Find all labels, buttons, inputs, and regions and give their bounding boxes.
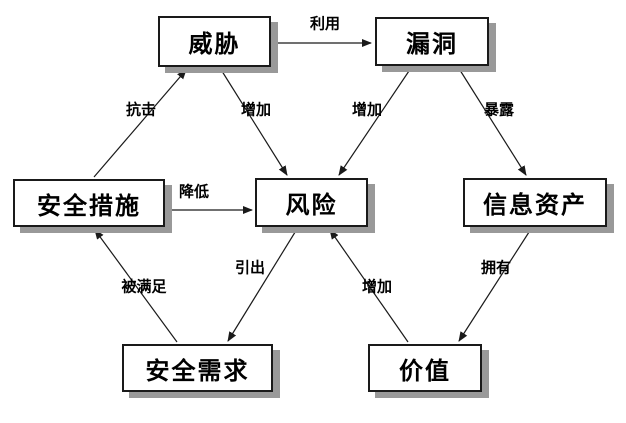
edge-line-threat-to-risk — [219, 67, 288, 176]
edge-line-value-to-risk — [329, 229, 409, 343]
edge-label-risk-to-security-requirements: 引出 — [234, 258, 266, 277]
edge-line-security-requirements-to-security-measures — [94, 229, 178, 343]
edge-label-security-measures-to-threat: 抗击 — [125, 100, 157, 119]
edge-line-information-assets-to-value — [458, 228, 532, 342]
edge-line-risk-to-security-requirements — [227, 228, 298, 342]
edge-line-vulnerability-to-information-assets — [457, 66, 527, 176]
edge-label-information-assets-to-value: 拥有 — [480, 258, 512, 277]
node-label-threat: 威胁 — [188, 30, 241, 58]
edge-line-security-measures-to-threat — [93, 69, 187, 178]
node-label-information-assets: 信息资产 — [483, 191, 587, 219]
node-information-assets: 信息资产 — [463, 178, 607, 227]
node-label-value: 价值 — [399, 356, 451, 385]
node-security-requirements: 安全需求 — [122, 344, 273, 392]
node-security-measures: 安全措施 — [13, 179, 165, 227]
edge-label-security-measures-to-risk: 降低 — [178, 182, 210, 201]
node-label-vulnerability: 漏洞 — [406, 30, 458, 58]
edge-label-value-to-risk: 增加 — [361, 277, 393, 296]
node-vulnerability: 漏洞 — [375, 17, 489, 66]
edge-label-threat-to-vulnerability: 利用 — [309, 14, 341, 33]
edge-label-threat-to-risk: 增加 — [240, 100, 272, 119]
node-label-security-measures: 安全措施 — [37, 191, 141, 220]
node-label-risk: 风险 — [285, 191, 338, 219]
edge-line-vulnerability-to-risk — [338, 67, 412, 176]
node-value: 价值 — [368, 344, 482, 392]
edge-label-vulnerability-to-information-assets: 暴露 — [483, 100, 515, 119]
node-risk: 风险 — [255, 178, 368, 227]
node-label-security-requirements: 安全需求 — [145, 356, 250, 385]
edge-label-vulnerability-to-risk: 增加 — [351, 100, 383, 119]
node-threat: 威胁 — [158, 16, 271, 67]
edge-label-security-requirements-to-security-measures: 被满足 — [121, 277, 167, 296]
